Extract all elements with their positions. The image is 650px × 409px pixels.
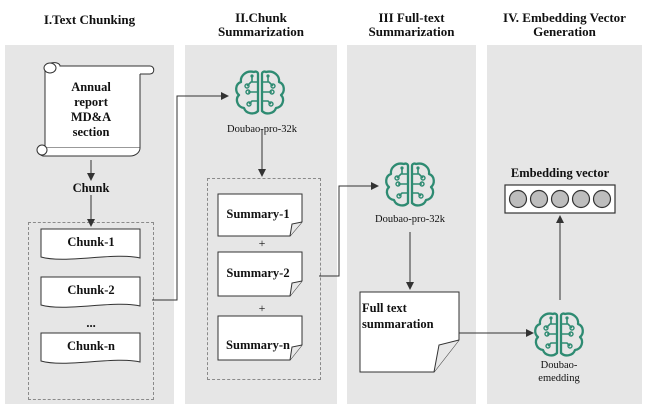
chunk-documents [40,228,141,364]
scroll-icon [36,62,155,157]
column-title-embedding-generation: IV. Embedding Vector Generation [503,10,626,39]
plus-sign: + [258,236,266,250]
brain-network-icon [235,70,285,115]
summaries-group [207,178,321,380]
vector-cell-icon [592,189,612,209]
embedding-model-label: Doubao-emedding [538,360,580,384]
column-embedding-generation [487,45,642,404]
chunk-label: Chunk [72,181,110,195]
annual-report-label: Annual report MD&A section [70,80,112,139]
fulltext-summary-label: Full text summaration [362,301,434,331]
summary-n-label: Summary-n [226,338,290,352]
chunk-2-label: Chunk-2 [67,283,115,297]
chunk-ellipsis-label: ... [86,316,96,330]
embedding-vector [504,184,616,214]
vector-cell-icon [571,189,591,209]
connectors [87,92,564,337]
summary-2-label: Summary-2 [226,266,290,280]
column-title-fulltext-summarization: III Full-text Summarization [368,10,455,39]
document-icon [359,291,460,373]
summary-documents [217,193,303,361]
chunk-n-label: Chunk-n [67,339,115,353]
column-title-text-chunking: I.Text Chunking [43,12,136,27]
column-title-chunk-summarization: II.Chunk Summarization [218,10,304,39]
vector-cell-icon [508,189,528,209]
vector-cell-icon [550,189,570,209]
vector-cell-icon [529,189,549,209]
embedding-vector-label: Embedding vector [510,166,610,180]
plus-sign: + [258,301,266,315]
summary-1-label: Summary-1 [226,207,290,221]
chunk-model-label: Doubao-pro-32k [227,124,297,135]
brain-network-icon [534,312,584,357]
brain-network-icon [385,162,435,207]
chunk-1-label: Chunk-1 [67,235,115,249]
fulltext-model-label: Doubao-pro-32k [375,214,445,225]
